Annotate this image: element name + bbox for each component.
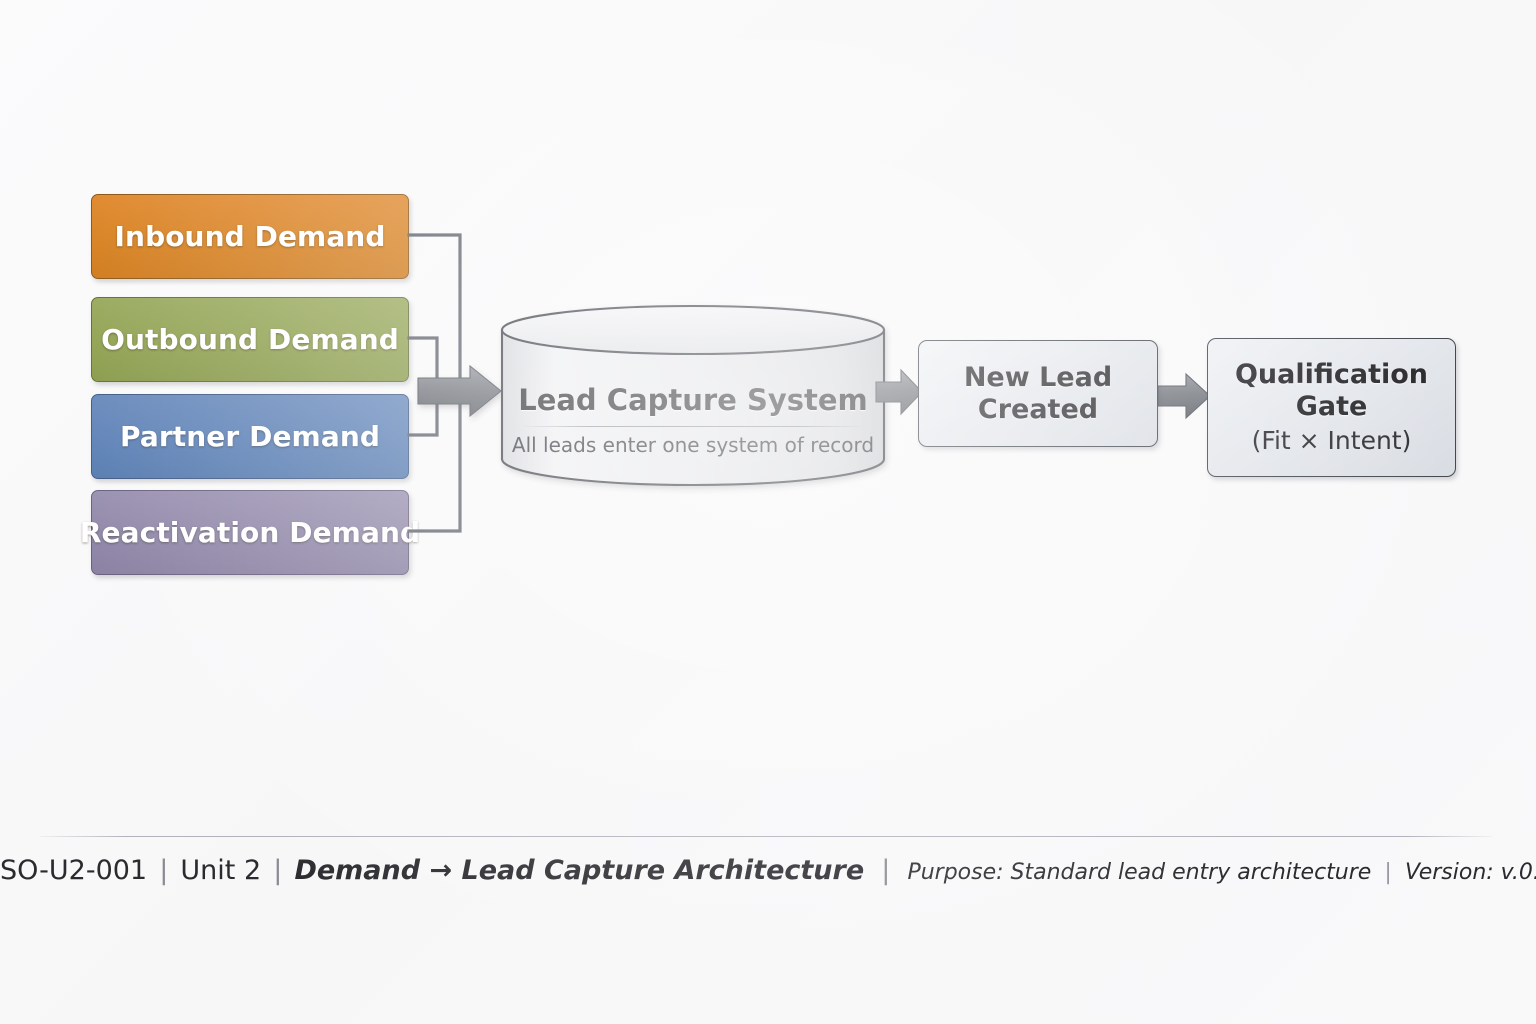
footer-separator: | [1384, 860, 1392, 885]
process-box-subtitle: (Fit × Intent) [1251, 425, 1412, 455]
footer-purpose: Purpose: Standard lead entry architectur… [907, 860, 1372, 885]
source-box-label: Reactivation Demand [79, 516, 421, 549]
source-box-partner-demand[interactable]: Partner Demand [91, 394, 409, 479]
footer-separator: | [273, 855, 283, 886]
source-box-outbound-demand[interactable]: Outbound Demand [91, 297, 409, 382]
process-box-qualification-gate[interactable]: Qualification Gate (Fit × Intent) [1207, 338, 1456, 477]
footer-unit: Unit 2 [180, 855, 262, 886]
lead-capture-cylinder[interactable] [500, 304, 886, 487]
process-box-title: Qualification Gate [1235, 359, 1428, 422]
arrow-store-to-new-lead [875, 368, 923, 416]
source-box-label: Partner Demand [119, 420, 381, 453]
footer-separator: | [881, 855, 891, 886]
footer-separator: | [159, 855, 169, 886]
footer-id: SO-U2-001 [0, 855, 148, 886]
process-box-title-line2: Gate [1295, 390, 1368, 422]
source-box-reactivation-demand[interactable]: Reactivation Demand [80, 490, 420, 575]
process-box-title-line2: Created [977, 393, 1099, 425]
source-box-label: Inbound Demand [114, 220, 386, 253]
process-box-title-line1: New Lead [963, 362, 1113, 394]
source-box-inbound-demand[interactable]: Inbound Demand [91, 194, 409, 279]
footer-metadata: SO-U2-001 | Unit 2 | Demand → Lead Captu… [0, 855, 1536, 886]
arrow-sources-to-store [417, 364, 502, 418]
footer-path: Demand → Lead Capture Architecture [294, 855, 865, 886]
process-box-title-line1: Qualification [1234, 359, 1429, 391]
process-box-new-lead-created[interactable]: New Lead Created [918, 340, 1158, 447]
process-box-title: New Lead Created [964, 362, 1112, 425]
arrow-new-lead-to-qualification [1157, 372, 1211, 420]
footer-version: Version: v.0.1 [1404, 860, 1536, 885]
source-box-label: Outbound Demand [101, 323, 399, 356]
footer-divider [40, 836, 1492, 837]
